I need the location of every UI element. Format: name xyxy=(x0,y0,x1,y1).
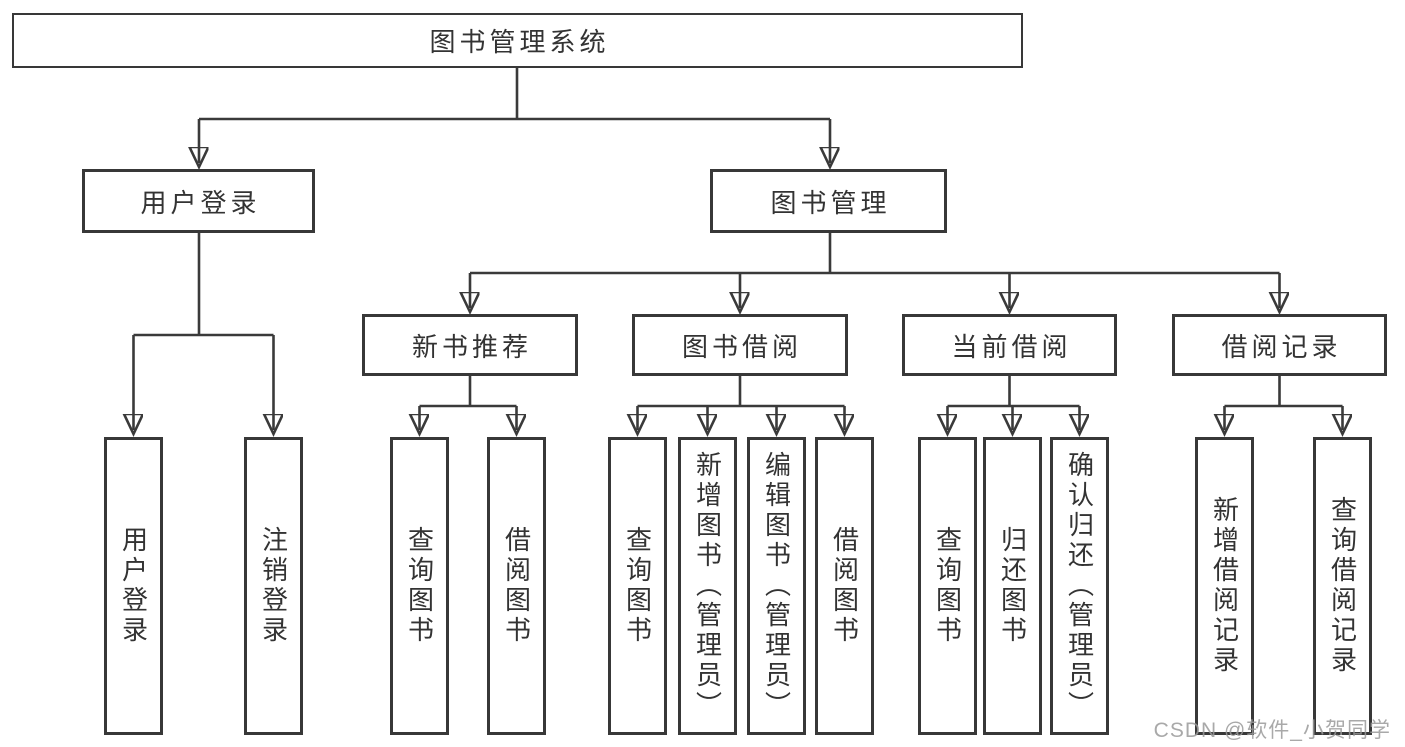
leaf-borrow-add-books-admin-label: 新增图书（管理员） xyxy=(692,451,723,721)
leaf-recommend-borrow-books-label: 借阅图书 xyxy=(501,526,532,646)
leaf-records-query-record: 查询借阅记录 xyxy=(1313,437,1372,735)
leaf-current-return-books: 归还图书 xyxy=(983,437,1042,735)
leaf-logout-label: 注销登录 xyxy=(258,526,289,646)
connector-new-book-recommend-leaves xyxy=(420,376,517,430)
leaf-current-confirm-return-admin: 确认归还（管理员） xyxy=(1050,437,1109,735)
node-new-book-recommend: 新书推荐 xyxy=(362,314,578,376)
leaf-logout: 注销登录 xyxy=(244,437,303,735)
leaf-borrow-borrow-books-label: 借阅图书 xyxy=(829,526,860,646)
node-borrow-records: 借阅记录 xyxy=(1172,314,1387,376)
leaf-borrow-edit-books-admin: 编辑图书（管理员） xyxy=(747,437,806,735)
node-current-borrow: 当前借阅 xyxy=(902,314,1117,376)
connector-user-login-leaves xyxy=(134,233,274,430)
leaf-user-login: 用户登录 xyxy=(104,437,163,735)
connector-borrow-records-leaves xyxy=(1225,376,1343,430)
node-book-management: 图书管理 xyxy=(710,169,947,233)
connector-current-borrow-leaves xyxy=(948,376,1080,430)
leaf-current-query-books: 查询图书 xyxy=(918,437,977,735)
leaf-recommend-query-books: 查询图书 xyxy=(390,437,449,735)
connector-book-management-to-level3 xyxy=(470,233,1280,308)
node-book-borrow: 图书借阅 xyxy=(632,314,848,376)
connector-root-to-level2 xyxy=(199,68,830,163)
leaf-borrow-borrow-books: 借阅图书 xyxy=(815,437,874,735)
leaf-borrow-query-books: 查询图书 xyxy=(608,437,667,735)
leaf-borrow-query-books-label: 查询图书 xyxy=(622,526,653,646)
leaf-records-add-record: 新增借阅记录 xyxy=(1195,437,1254,735)
leaf-current-confirm-return-admin-label: 确认归还（管理员） xyxy=(1064,451,1095,721)
connector-book-borrow-leaves xyxy=(638,376,845,430)
node-root-library-system: 图书管理系统 xyxy=(12,13,1023,68)
leaf-recommend-query-books-label: 查询图书 xyxy=(404,526,435,646)
leaf-recommend-borrow-books: 借阅图书 xyxy=(487,437,546,735)
leaf-user-login-label: 用户登录 xyxy=(118,526,149,646)
leaf-current-return-books-label: 归还图书 xyxy=(997,526,1028,646)
node-user-login: 用户登录 xyxy=(82,169,315,233)
leaf-current-query-books-label: 查询图书 xyxy=(932,526,963,646)
leaf-records-add-record-label: 新增借阅记录 xyxy=(1209,496,1240,676)
leaf-records-query-record-label: 查询借阅记录 xyxy=(1327,496,1358,676)
leaf-borrow-add-books-admin: 新增图书（管理员） xyxy=(678,437,737,735)
leaf-borrow-edit-books-admin-label: 编辑图书（管理员） xyxy=(761,451,792,721)
csdn-watermark: CSDN @软件_小贺同学 xyxy=(1153,719,1391,742)
